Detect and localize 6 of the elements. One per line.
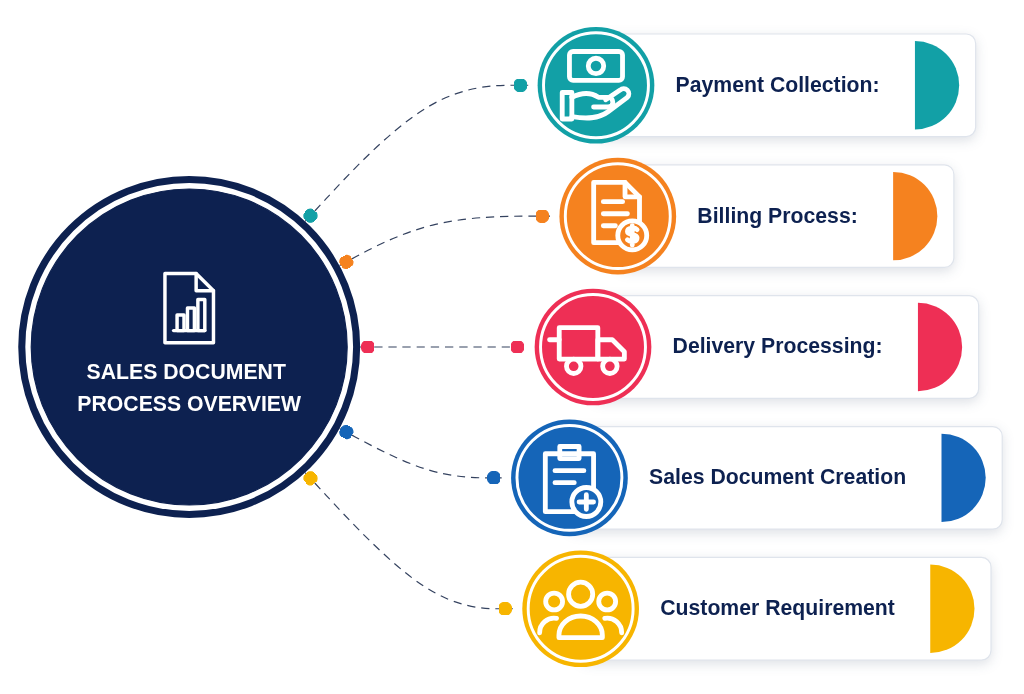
node-circle: SALES DOCUMENT PROCESS OVERVIEW bbox=[18, 176, 361, 518]
connector bbox=[338, 209, 551, 270]
connector bbox=[303, 471, 514, 616]
connector bbox=[303, 78, 529, 223]
connector bbox=[359, 339, 526, 355]
connector bbox=[338, 424, 503, 485]
